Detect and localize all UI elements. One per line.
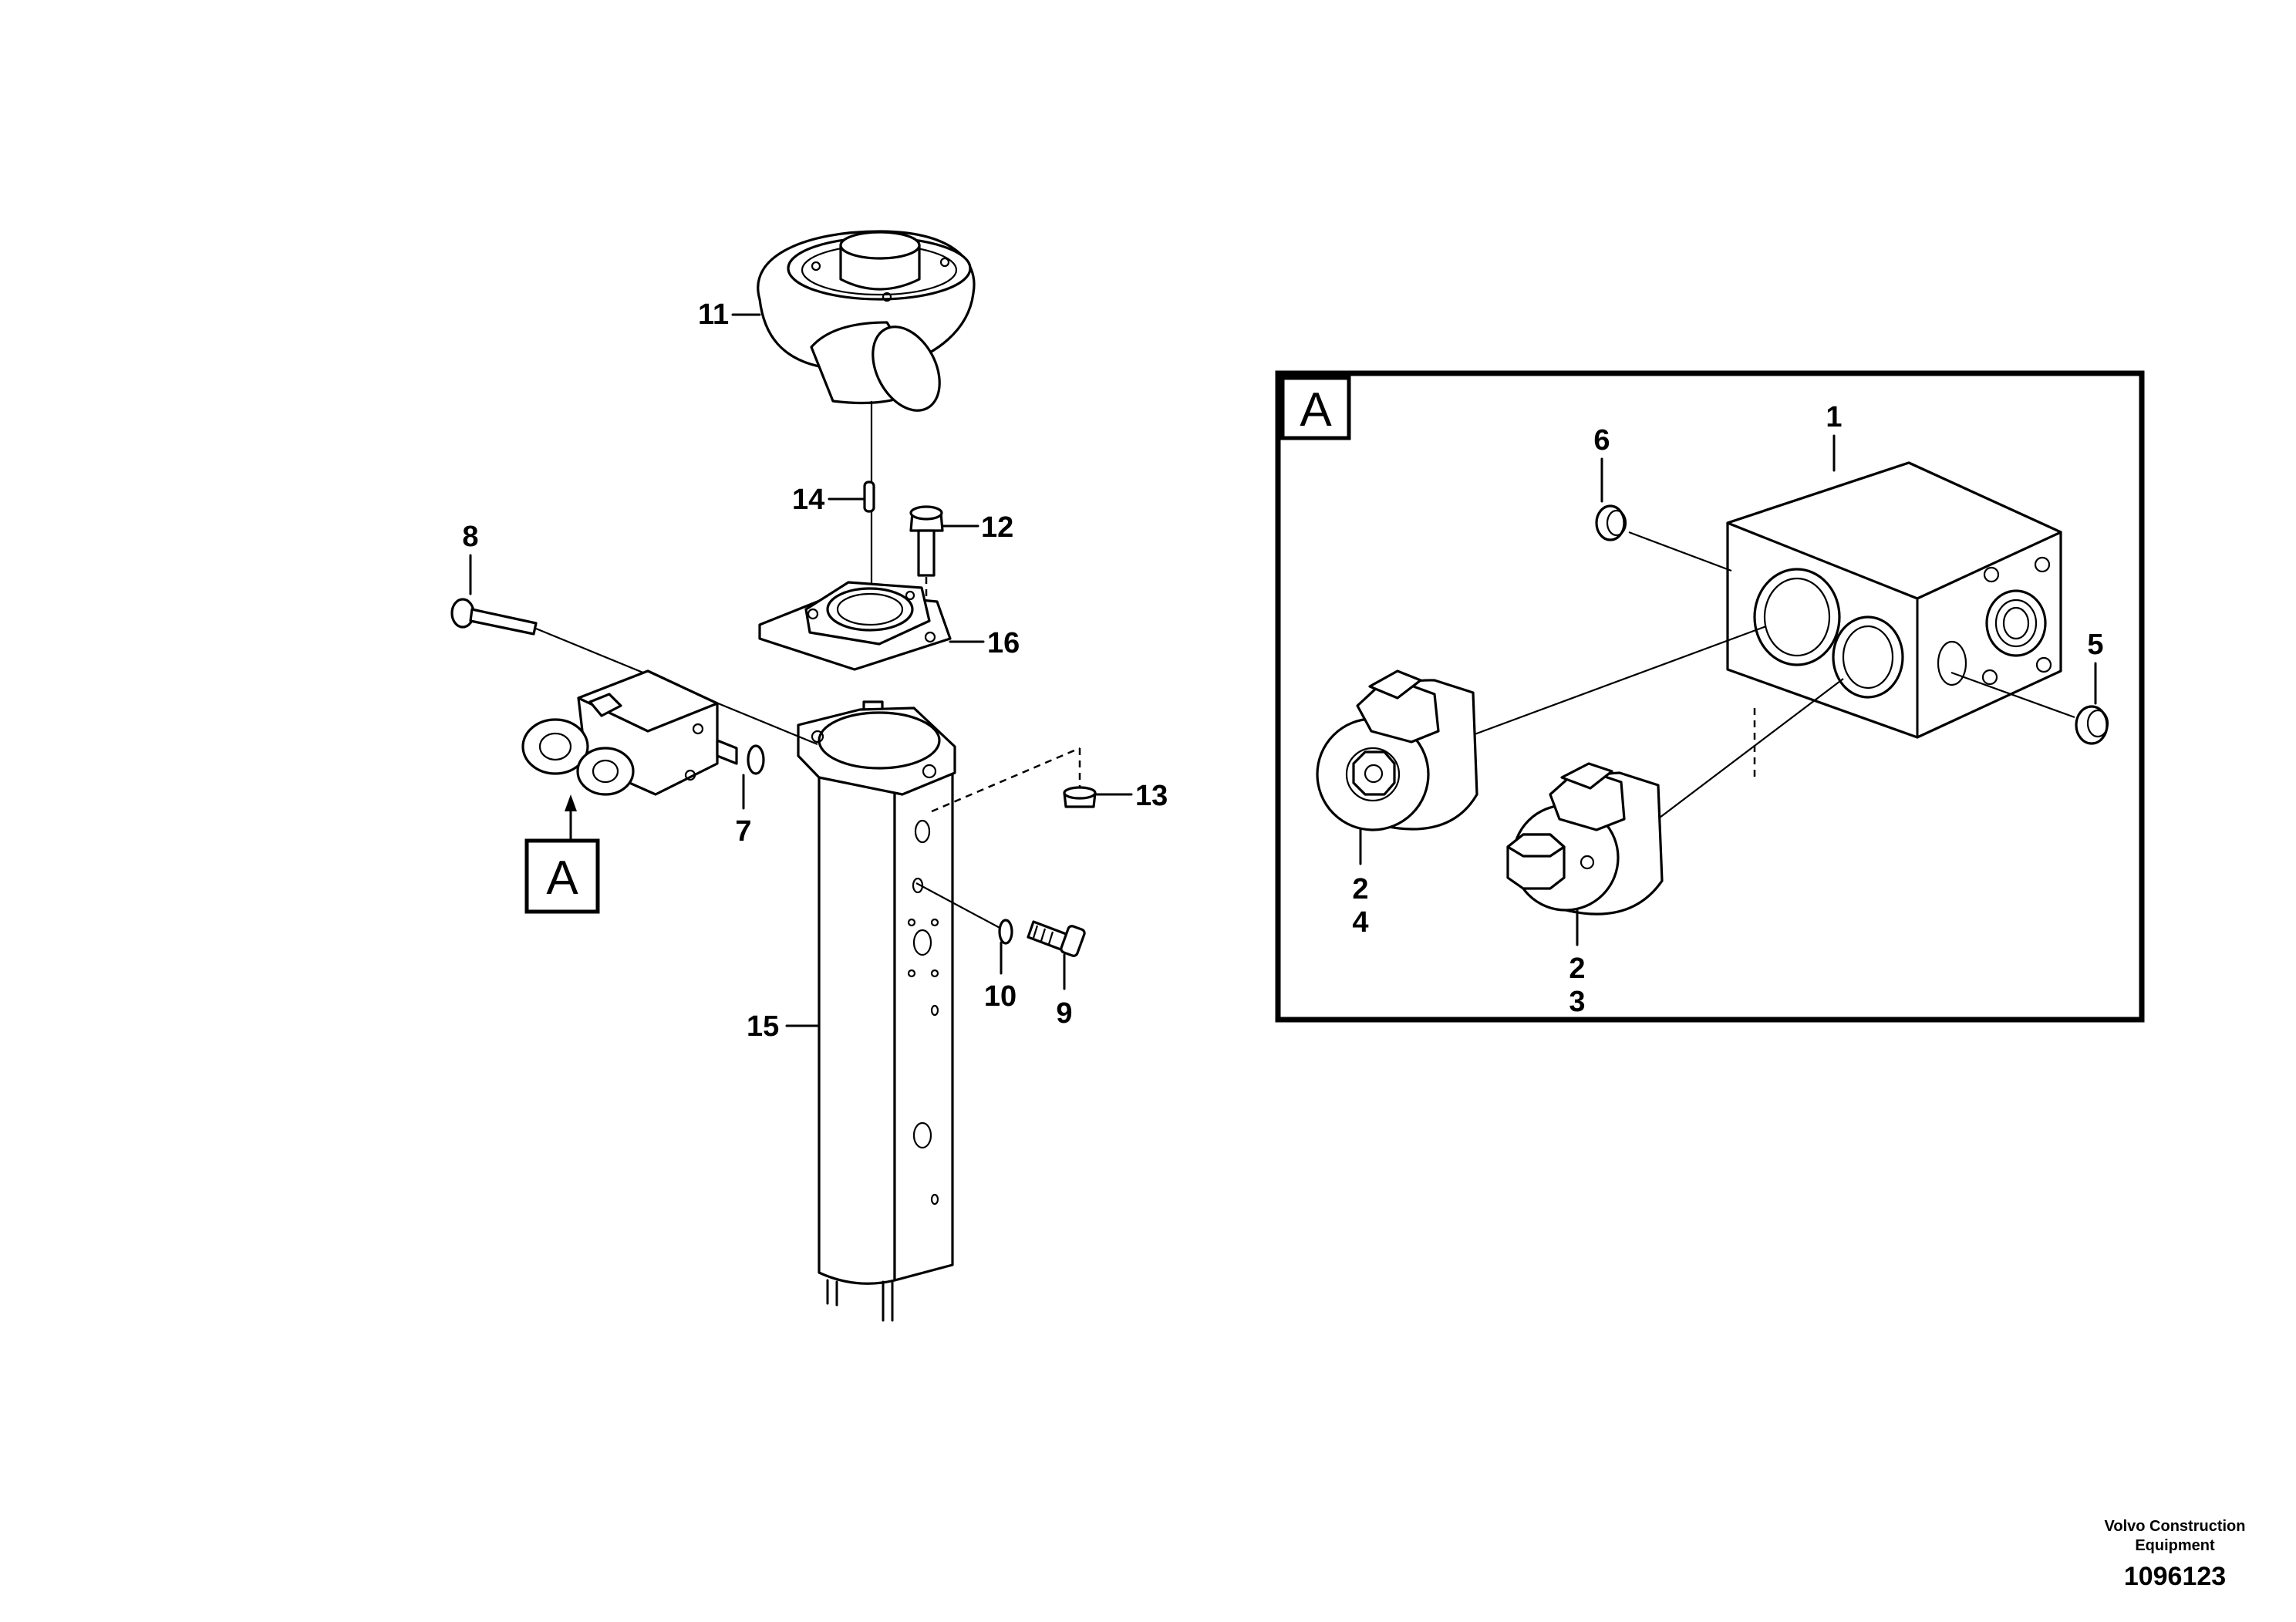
valve-block-assembly [521, 669, 738, 796]
svg-text:15: 15 [747, 1010, 779, 1043]
part-7-o-ring [747, 744, 765, 775]
part-6-plug [1595, 504, 1732, 572]
svg-text:2: 2 [1569, 953, 1585, 985]
part-2-3-solenoid [1506, 678, 1844, 916]
label-1: 1 [1826, 401, 1843, 472]
detail-ref-a: A [524, 794, 600, 914]
part-16-mounting-plate [758, 581, 952, 671]
label-9: 9 [1056, 953, 1073, 1030]
svg-text:14: 14 [792, 484, 824, 516]
svg-text:6: 6 [1593, 424, 1610, 457]
label-16: 16 [949, 627, 1020, 659]
svg-text:5: 5 [2087, 629, 2103, 661]
footer-company-line1: Volvo Construction [2105, 1518, 2246, 1535]
svg-text:9: 9 [1056, 997, 1072, 1030]
label-2-4: 2 4 [1352, 828, 1369, 939]
svg-text:12: 12 [981, 511, 1013, 544]
part-13-nut [931, 747, 1097, 813]
label-8: 8 [462, 521, 479, 595]
label-14: 14 [792, 484, 865, 516]
svg-text:3: 3 [1569, 986, 1585, 1018]
label-10: 10 [984, 941, 1017, 1013]
part-1-valve-block [1726, 461, 2062, 739]
label-6: 6 [1593, 424, 1610, 503]
part-14-key [863, 481, 875, 513]
label-5: 5 [2087, 629, 2104, 705]
label-7: 7 [735, 774, 752, 848]
footer-doc-number: 1096123 [2124, 1562, 2226, 1591]
part-5-plug [1950, 671, 2109, 745]
footer-block: Volvo Construction Equipment 1096123 [2105, 1518, 2246, 1591]
label-11: 11 [698, 298, 761, 331]
label-12: 12 [941, 511, 1013, 544]
svg-text:1: 1 [1826, 401, 1842, 433]
svg-text:7: 7 [735, 815, 751, 848]
svg-text:8: 8 [462, 521, 478, 553]
label-15: 15 [747, 1010, 821, 1043]
svg-text:10: 10 [984, 980, 1017, 1013]
svg-text:13: 13 [1135, 780, 1168, 812]
part-11-blower-housing [757, 230, 976, 412]
part-9-sensor [915, 882, 1086, 957]
part-15-column [797, 706, 956, 1322]
label-13: 13 [1095, 780, 1168, 812]
label-2-3: 2 3 [1569, 909, 1586, 1018]
detail-ref-label: A [546, 851, 578, 905]
part-2-4-solenoid [1316, 625, 1767, 831]
svg-text:11: 11 [698, 298, 729, 331]
svg-text:16: 16 [987, 627, 1020, 659]
footer-company-line2: Equipment [2135, 1537, 2215, 1554]
detail-box-label: A [1300, 383, 1332, 437]
svg-text:4: 4 [1352, 906, 1368, 939]
svg-text:2: 2 [1352, 873, 1368, 905]
part-10-washer [998, 919, 1013, 945]
